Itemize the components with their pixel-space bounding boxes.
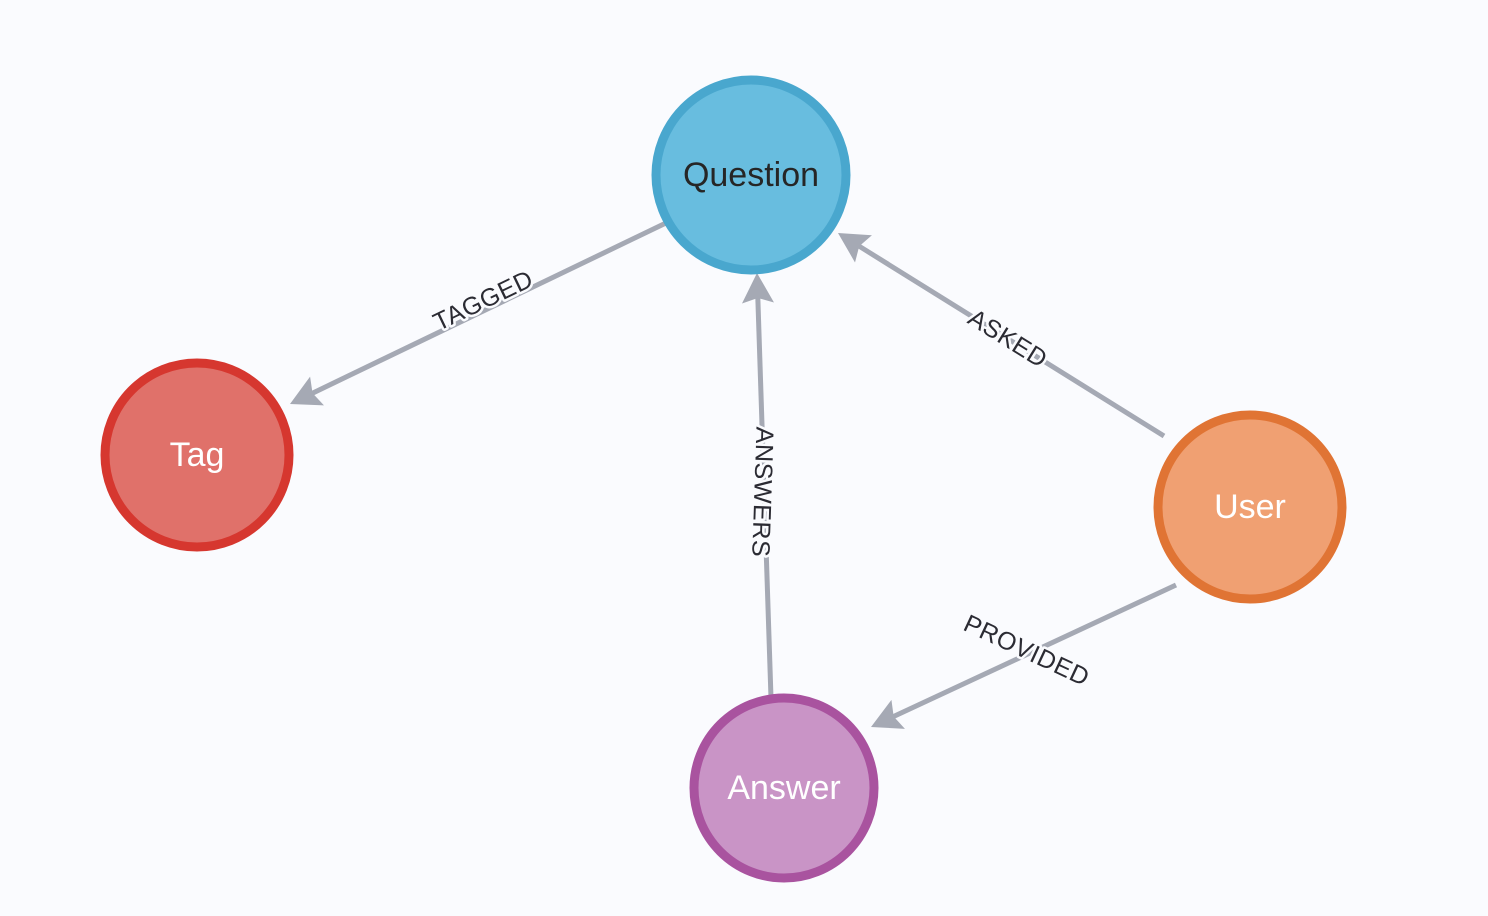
edge-answers[interactable]: ANSWERS [741, 273, 781, 699]
edge-line-provided [891, 582, 1178, 720]
node-circle-tag[interactable] [100, 358, 294, 552]
edge-arrowhead-asked [838, 233, 872, 263]
node-user[interactable]: User [1153, 410, 1347, 604]
edge-label-provided: PROVIDED [959, 609, 1094, 692]
node-label-question: Question [683, 156, 819, 194]
edge-provided[interactable]: PROVIDED [871, 582, 1178, 729]
edges-layer: TAGGED ASKED ANSWERS PROVIDED [290, 219, 1178, 729]
edge-line-answers [755, 296, 774, 699]
node-circle-user[interactable] [1153, 410, 1347, 604]
node-question[interactable]: Question [651, 75, 851, 275]
node-tag[interactable]: Tag [100, 358, 294, 552]
edge-asked[interactable]: ASKED [838, 233, 1166, 439]
edge-arrowhead-provided [871, 699, 905, 729]
node-label-answer: Answer [727, 769, 840, 807]
edge-label-answers: ANSWERS [746, 426, 778, 557]
edge-label-asked: ASKED [963, 304, 1052, 374]
edge-arrowhead-answers [741, 273, 774, 304]
edge-tagged[interactable]: TAGGED [290, 219, 670, 406]
node-circle-question[interactable] [651, 75, 851, 275]
edge-label-tagged: TAGGED [429, 265, 538, 337]
edge-arrowhead-tagged [290, 376, 324, 406]
edge-line-tagged [310, 219, 670, 396]
node-label-tag: Tag [170, 436, 225, 474]
node-circle-answer[interactable] [689, 693, 879, 883]
edge-line-asked [857, 243, 1166, 439]
node-label-user: User [1214, 488, 1286, 526]
node-answer[interactable]: Answer [689, 693, 879, 883]
